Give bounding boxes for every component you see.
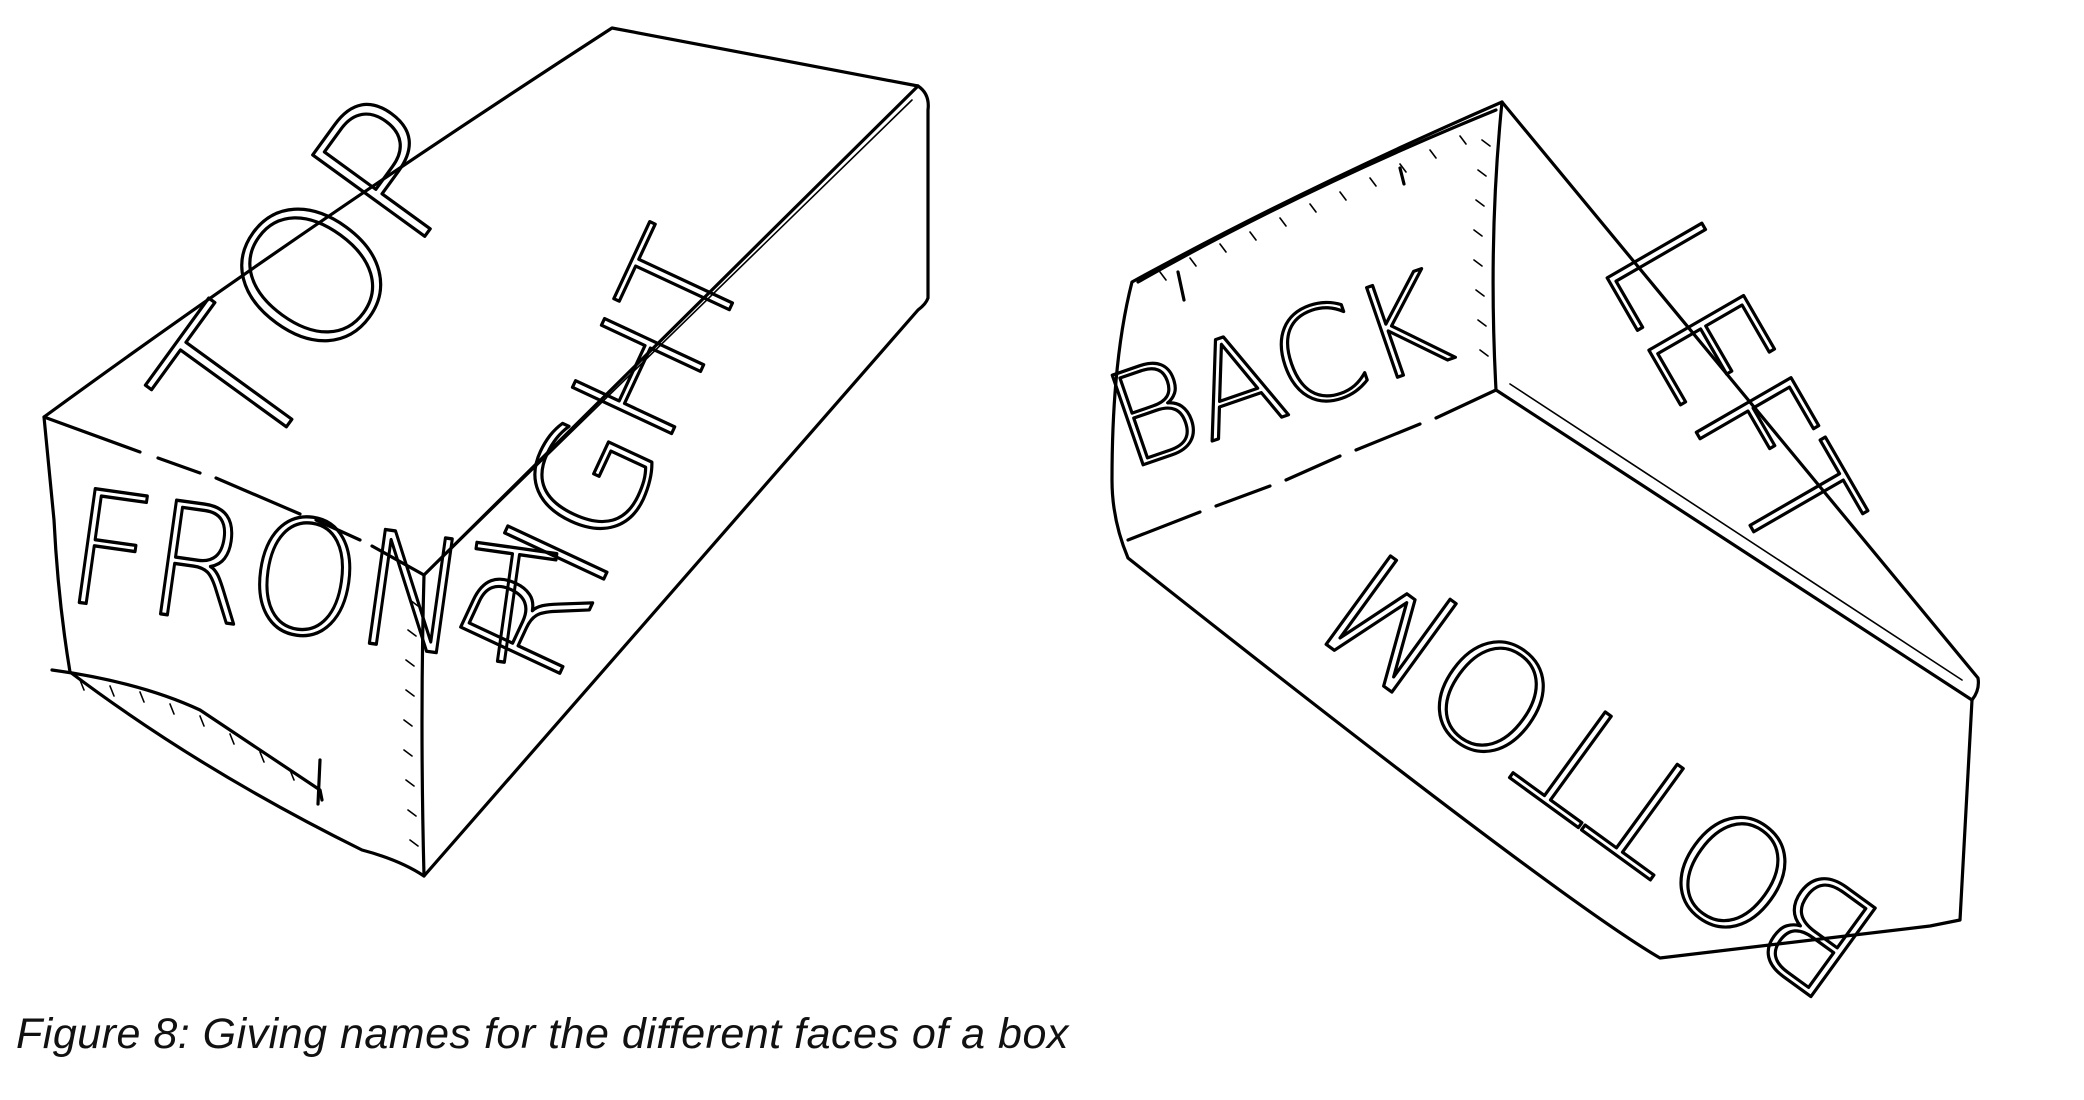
box-left-edge-front-right bbox=[420, 573, 426, 878]
box-right-edge-left-bottom bbox=[1494, 388, 1974, 702]
box-left: TOP FRONT RIGHT bbox=[42, 26, 930, 878]
label-back: BACK bbox=[1089, 242, 1467, 499]
box-right-edge-left-bottom-inner bbox=[1509, 383, 1963, 681]
label-right: RIGHT bbox=[427, 207, 783, 706]
box-right-top-flap-hatching bbox=[1159, 135, 1467, 281]
figure-caption: Figure 8: Giving names for the different… bbox=[16, 1010, 1069, 1058]
box-right-edge-back-bottom bbox=[1126, 388, 1498, 542]
box-left-front-crease bbox=[316, 758, 322, 806]
box-right-crease-2 bbox=[1398, 166, 1406, 186]
box-right-top-flap bbox=[1136, 108, 1498, 284]
label-bottom: BOTTOM bbox=[1290, 513, 1911, 1031]
box-left-edge-hatching bbox=[403, 599, 419, 847]
label-top: TOP bbox=[113, 59, 515, 496]
box-right-crease-1 bbox=[1176, 270, 1186, 302]
box-right-edge-back-left bbox=[1491, 100, 1504, 392]
box-right-outline bbox=[1110, 100, 1980, 960]
box-right-edge-hatching bbox=[1473, 139, 1491, 357]
box-left-bottom-flap-hatching bbox=[79, 679, 295, 781]
box-right: BACK LEFT BOTTOM bbox=[1087, 100, 1980, 1032]
box-left-edge-top-right bbox=[422, 84, 920, 577]
box-left-edge-top-right-inner bbox=[439, 99, 913, 561]
box-left-edge-top-front bbox=[42, 415, 426, 577]
box-left-outline bbox=[42, 26, 930, 878]
label-left: LEFT bbox=[1567, 193, 1895, 586]
